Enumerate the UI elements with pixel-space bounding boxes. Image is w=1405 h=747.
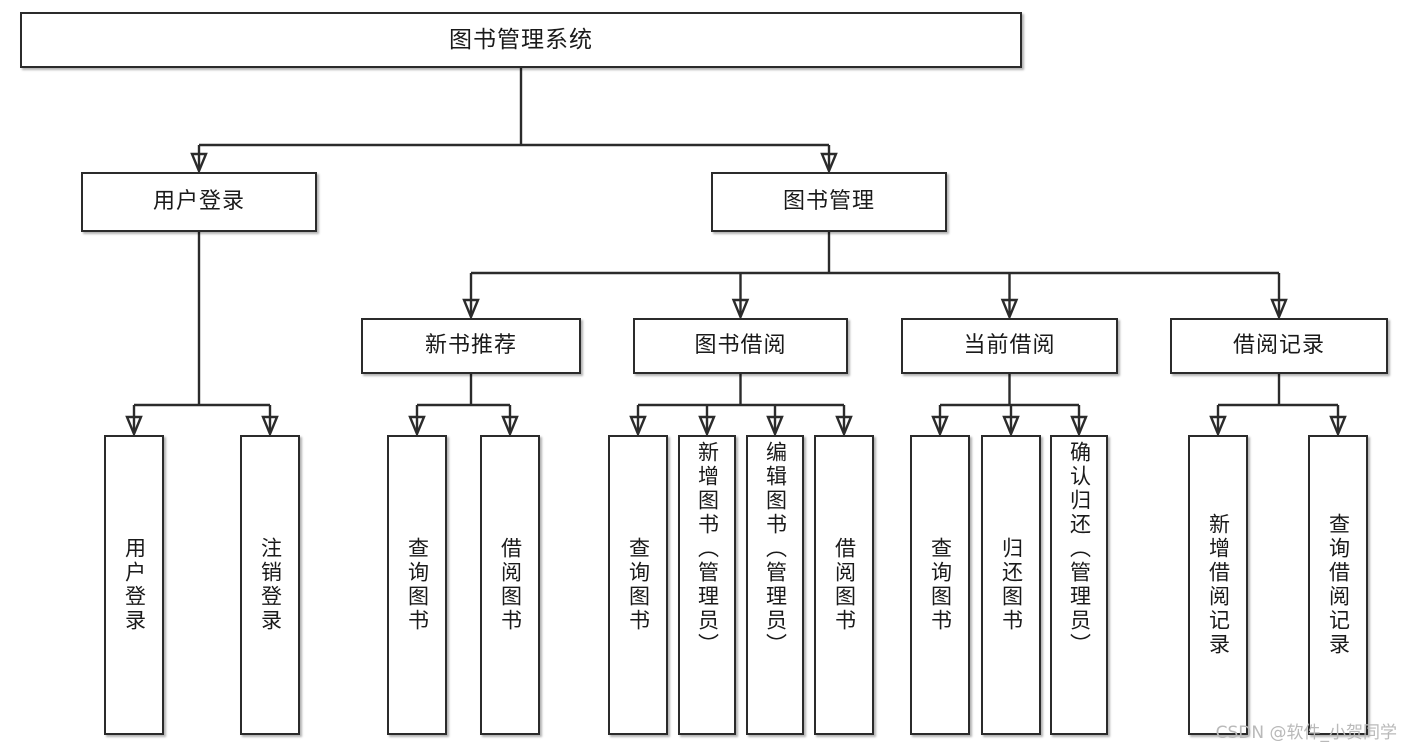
node-root[interactable]: 图书管理系统 [20,12,1022,68]
leaf-query-book-borrow[interactable]: 查询图书 [608,435,668,735]
node-label: 借阅记录 [1232,333,1325,359]
node-book-borrow[interactable]: 图书借阅 [633,318,848,374]
leaf-edit-book-admin[interactable]: 编辑图书（管理员） [746,435,804,735]
leaf-return-book[interactable]: 归还图书 [981,435,1041,735]
leaf-query-book-recommend[interactable]: 查询图书 [387,435,447,735]
node-label: 编辑图书（管理员） [763,441,788,657]
node-label: 查询图书 [928,537,953,633]
node-label: 用户登录 [152,189,245,215]
node-label: 当前借阅 [963,333,1056,359]
leaf-query-borrow-record[interactable]: 查询借阅记录 [1308,435,1368,735]
node-label: 新书推荐 [424,333,517,359]
node-label: 查询图书 [405,537,430,633]
node-label: 查询借阅记录 [1326,513,1351,657]
leaf-user-login[interactable]: 用户登录 [104,435,164,735]
node-label: 注销登录 [258,537,283,633]
node-label: 新增图书（管理员） [695,441,720,657]
node-label: 新增借阅记录 [1206,513,1231,657]
node-label: 图书管理系统 [449,26,593,53]
node-new-book-recommend[interactable]: 新书推荐 [361,318,581,374]
node-label: 确认归还（管理员） [1067,441,1092,657]
node-label: 图书借阅 [694,333,787,359]
node-label: 借阅图书 [832,537,857,633]
watermark: CSDN @软件_小贺同学 [1215,723,1397,743]
leaf-add-borrow-record[interactable]: 新增借阅记录 [1188,435,1248,735]
node-label: 归还图书 [999,537,1024,633]
node-label: 用户登录 [122,537,147,633]
leaf-borrow-book-recommend[interactable]: 借阅图书 [480,435,540,735]
leaf-query-book-current[interactable]: 查询图书 [910,435,970,735]
node-label: 查询图书 [626,537,651,633]
leaf-user-logout[interactable]: 注销登录 [240,435,300,735]
node-borrow-record[interactable]: 借阅记录 [1170,318,1388,374]
node-current-borrow[interactable]: 当前借阅 [901,318,1118,374]
node-label: 图书管理 [782,189,875,215]
node-label: 借阅图书 [498,537,523,633]
leaf-add-book-admin[interactable]: 新增图书（管理员） [678,435,736,735]
leaf-borrow-book[interactable]: 借阅图书 [814,435,874,735]
node-user-login[interactable]: 用户登录 [81,172,317,232]
leaf-confirm-return-admin[interactable]: 确认归还（管理员） [1050,435,1108,735]
node-book-management[interactable]: 图书管理 [711,172,947,232]
